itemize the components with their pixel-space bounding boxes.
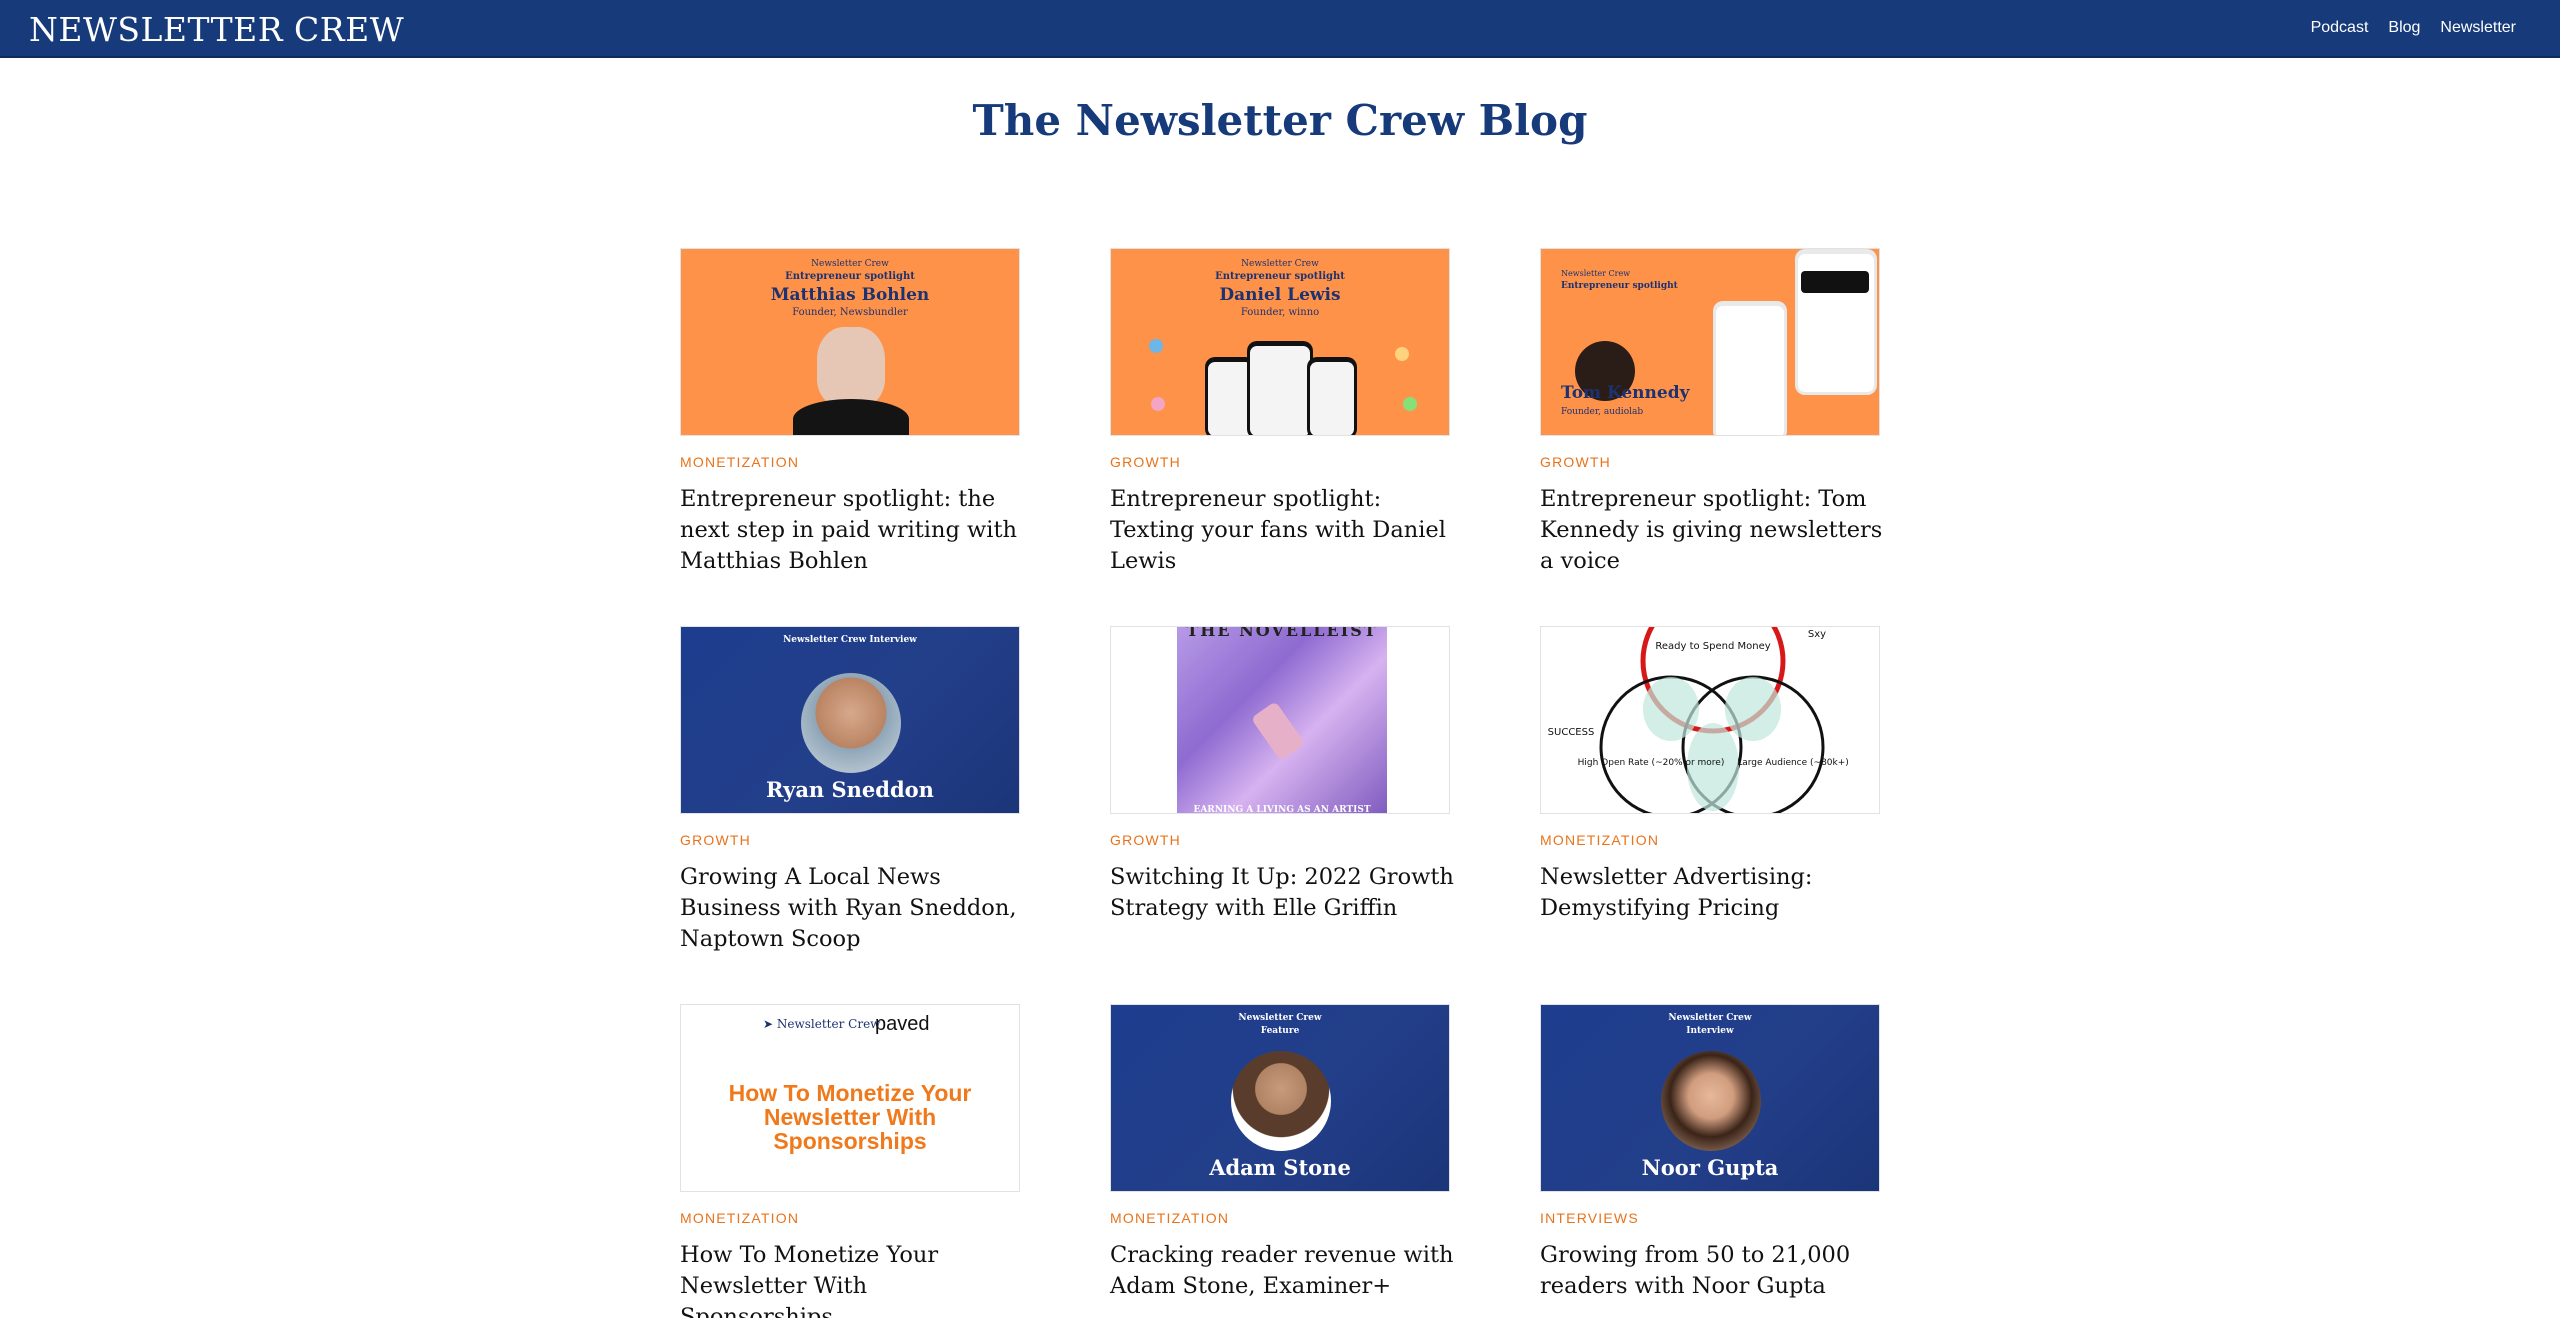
venn-label: Large Audience (~80k+) [1737,758,1849,768]
thumb-sub: Founder, Newsbundler [792,307,908,318]
venn-diagram: Ready to Spend Money SUCCESS High Open R… [1548,627,1849,813]
partner-logo: paved [875,1013,930,1035]
person-photo [1661,1051,1761,1151]
post-thumbnail[interactable]: ➤ Newsletter Crew paved How To Monetize … [680,1004,1020,1192]
thumb-headline-line: How To Monetize Your [728,1080,972,1106]
chat-bubble-icon [1151,397,1165,411]
post-title[interactable]: Growing A Local News Business with Ryan … [680,864,1017,952]
post-thumbnail[interactable]: Newsletter Crew Entrepreneur spotlight D… [1110,248,1450,436]
post-title[interactable]: Entrepreneur spotlight: the next step in… [680,486,1018,574]
nav-link-newsletter[interactable]: Newsletter [2440,19,2516,36]
post-category[interactable]: MONETIZATION [1540,832,1660,848]
post-thumbnail[interactable]: Newsletter Crew Interview Noor Gupta [1540,1004,1880,1192]
nav-link-podcast[interactable]: Podcast [2310,19,2369,36]
paper-plane-icon: ➤ [763,1017,774,1031]
post-category[interactable]: INTERVIEWS [1540,1210,1639,1226]
post-title[interactable]: Growing from 50 to 21,000 readers with N… [1540,1242,1851,1299]
venn-label: SUCCESS [1548,727,1595,738]
post-title[interactable]: Switching It Up: 2022 Growth Strategy wi… [1110,864,1454,921]
site-logo[interactable]: NEWSLETTER CREW [29,10,405,49]
post-thumbnail[interactable]: Newsletter Crew Entrepreneur spotlight T… [1540,248,1880,436]
post-category[interactable]: GROWTH [680,832,751,848]
thumb-brand-label: Newsletter Crew [776,1017,881,1031]
post-category[interactable]: MONETIZATION [680,1210,800,1226]
thumb-kicker: Entrepreneur spotlight [785,271,915,282]
post-thumbnail[interactable]: Newsletter Crew Entrepreneur spotlight M… [680,248,1020,436]
thumb-kicker: Interview [1686,1026,1734,1036]
book-cover: THE NOVELLEIST EARNING A LIVING AS AN AR… [1177,626,1387,814]
post-thumbnail[interactable]: Newsletter Crew Feature Adam Stone [1110,1004,1450,1192]
post-category[interactable]: GROWTH [1110,454,1181,470]
thumb-person-name: Noor Gupta [1641,1155,1779,1180]
phone-image [1250,701,1306,761]
phone-image [1307,357,1357,435]
thumb-brand: Newsletter Crew [811,259,889,269]
nav-link-blog[interactable]: Blog [2388,19,2421,36]
top-navbar: NEWSLETTER CREW Podcast Blog Newsletter [0,0,2560,58]
phone-image [1247,341,1313,435]
post-category[interactable]: GROWTH [1540,454,1611,470]
person-photo [1231,1051,1331,1151]
thumb-kicker: Newsletter Crew [1238,1013,1322,1023]
post-title[interactable]: Entrepreneur spotlight: Tom Kennedy is g… [1540,486,1883,574]
thumb-person-name: Tom Kennedy [1561,383,1690,403]
thumb-sub: Founder, winno [1240,307,1320,318]
post-title[interactable]: Newsletter Advertising: Demystifying Pri… [1540,864,1813,921]
chat-bubble-icon [1149,339,1163,353]
post-thumbnail[interactable]: Ready to Spend Money SUCCESS High Open R… [1540,626,1880,814]
person-shoulders [793,399,909,435]
thumb-kicker: Feature [1260,1026,1300,1036]
thumb-headline-line: Newsletter With [763,1104,937,1130]
thumb-brand: Newsletter Crew [1241,259,1319,269]
phone-image [1205,357,1255,435]
audio-player [1801,271,1869,293]
thumb-kicker: Entrepreneur spotlight [1215,271,1345,282]
thumb-sub: Founder, audiolab [1561,407,1644,417]
post-category[interactable]: GROWTH [1110,832,1181,848]
thumb-kicker: Newsletter Crew [1668,1013,1752,1023]
post-title[interactable]: Cracking reader revenue with Adam Stone,… [1110,1242,1454,1299]
thumb-person-name: Adam Stone [1209,1155,1351,1180]
thumb-kicker: Entrepreneur spotlight [1561,281,1678,291]
thumb-brand: ➤ Newsletter Crew [763,1017,880,1031]
post-category[interactable]: MONETIZATION [1110,1210,1230,1226]
thumb-person-name: Matthias Bohlen [770,285,930,305]
venn-label: High Open Rate (~20% or more) [1578,758,1725,768]
main-nav: Podcast Blog Newsletter [2311,19,2516,37]
thumb-headline-line: Sponsorships [773,1128,927,1154]
cover-footer: EARNING A LIVING AS AN ARTIST [1193,805,1371,814]
person-photo [801,673,901,773]
chat-bubble-icon [1403,397,1417,411]
post-category[interactable]: MONETIZATION [680,454,800,470]
phone-image [1713,301,1787,435]
thumb-kicker: Newsletter Crew Interview [783,635,917,645]
thumb-person-name: Daniel Lewis [1219,285,1341,305]
thumb-brand: Newsletter Crew [1561,269,1631,278]
venn-label: Ready to Spend Money [1655,641,1770,652]
cover-title: THE NOVELLEIST [1186,626,1378,640]
person-photo [1575,341,1635,401]
thumb-person-name: Ryan Sneddon [766,777,934,802]
post-title[interactable]: How To Monetize Your Newsletter With Spo… [680,1242,939,1318]
post-title[interactable]: Entrepreneur spotlight: Texting your fan… [1110,486,1446,574]
venn-label: Sxy [1808,629,1826,640]
post-thumbnail[interactable]: THE NOVELLEIST EARNING A LIVING AS AN AR… [1110,626,1450,814]
page-title: The Newsletter Crew Blog [972,96,1588,145]
post-thumbnail[interactable]: Newsletter Crew Interview Ryan Sneddon [680,626,1020,814]
person-photo [817,327,885,407]
chat-bubble-icon [1395,347,1409,361]
